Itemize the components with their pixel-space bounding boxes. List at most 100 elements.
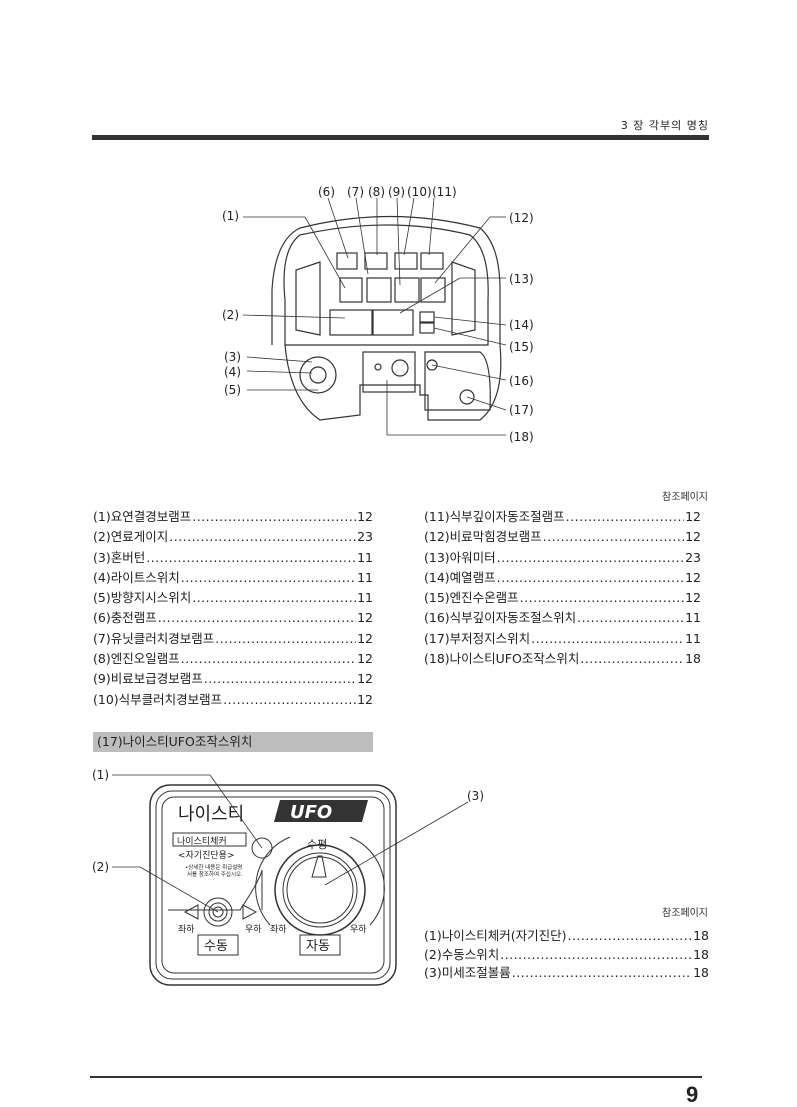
item-page: 12 [357, 509, 373, 524]
level-label: 수평 [307, 838, 327, 851]
callout-5: (5) [224, 383, 241, 397]
ufo-panel-diagram: UFO 나이스티 나이스티체커 <자기진단용> •상세한 내용은 취급설명 서를… [92, 768, 484, 986]
item-page: 18 [693, 928, 709, 943]
leader-dots [223, 692, 356, 707]
list-item: (4)라이트스위치11 [93, 567, 373, 587]
preheat-lamp [419, 311, 435, 323]
item-label: (11)식부깊이자동조절램프 [424, 509, 565, 524]
dashboard-diagram: (1) (2) (3) (4) (5) (6) (7) (8) (9) (10)… [222, 185, 534, 444]
item-label: (18)나이스티UFO조작스위치 [424, 651, 580, 667]
lamp-11 [420, 252, 444, 270]
item-label: (16)식부깊이자동조절스위치 [424, 610, 577, 626]
item-page: 23 [357, 529, 373, 545]
item-page: 18 [693, 965, 709, 980]
callout-13: (13) [509, 272, 534, 286]
list-item: (14)예열램프12 [424, 567, 701, 587]
callout-9: (9) [388, 185, 405, 199]
header-rule [92, 135, 709, 140]
lamp-10 [394, 252, 418, 270]
leader-dots [580, 651, 684, 666]
list-item: (3)미세조절볼륨18 [424, 962, 709, 981]
item-label: (9)비료보급경보램프 [93, 671, 203, 687]
item-page: 12 [357, 610, 373, 626]
callout-12: (12) [509, 211, 534, 225]
item-page: 12 [685, 509, 701, 524]
panel-brand: 나이스티 [178, 804, 244, 825]
dashboard-outline [283, 224, 489, 346]
callout-1: (1) [222, 209, 239, 223]
leader-dots [567, 928, 692, 943]
ufo-parts-list: (1)나이스티체커(자기진단)18(2)수동스위치18(3)미세조절볼륨18 [424, 925, 709, 981]
item-label: (4)라이트스위치 [93, 569, 180, 585]
leader-dots [192, 590, 356, 605]
callout-8: (8) [368, 185, 385, 199]
list-item: (10)식부클러치경보램프 12 [93, 689, 373, 709]
panel-note-1: •상세한 내용은 취급설명 [185, 863, 242, 871]
callout-17: (17) [509, 403, 534, 417]
panel-note-2: 서를 참조하여 주십시오. [187, 870, 243, 878]
ufo-callout-1: (1) [92, 768, 109, 782]
combination-switch [299, 356, 337, 394]
checker-label: 나이스티체커 [177, 836, 227, 847]
item-page: 18 [693, 946, 709, 962]
item-label: (3)혼버턴 [93, 549, 146, 565]
list-item: (5)방향지시스위치11 [93, 587, 373, 607]
leader-dots [181, 651, 356, 666]
list-item: (2)연료게이지23 [93, 526, 373, 546]
item-label: (1)나이스티체커(자기진단) [424, 928, 567, 943]
item-label: (5)방향지시스위치 [93, 590, 192, 606]
list-item: (12)비료막힘경보램프12 [424, 526, 701, 546]
left-down-label-2: 좌하 [270, 924, 287, 935]
item-page: 12 [685, 569, 701, 585]
water-temp-lamp [419, 322, 435, 334]
item-label: (10)식부클러치경보램프 [93, 691, 223, 707]
item-label: (1)요연결경보램프 [93, 509, 192, 524]
footer-rule [90, 1076, 702, 1078]
item-label: (17)부저정지스위치 [424, 630, 531, 646]
item-page: 11 [685, 610, 701, 626]
lamp-8 [364, 252, 388, 270]
right-down-label-1: 우하 [245, 924, 262, 935]
ufo-switch-panel [362, 351, 416, 393]
leader-dots [566, 509, 684, 524]
ufo-ref-page-header: 참조페이지 [662, 908, 708, 919]
callout-7: (7) [347, 185, 364, 199]
list-item: (1)요연결경보램프 12 [93, 506, 373, 526]
page-number: 9 [686, 1082, 699, 1107]
fuel-gauge [329, 309, 373, 336]
leader-dots [497, 570, 684, 585]
leader-dots [512, 965, 692, 980]
item-page: 12 [357, 651, 373, 667]
ufo-callout-3: (3) [467, 789, 484, 803]
item-label: (12)비료막힘경보램프 [424, 529, 542, 545]
leader-dots [192, 509, 356, 524]
ufo-logo: UFO [290, 802, 332, 823]
callout-15: (15) [509, 340, 534, 354]
list-item: (8)엔진오일램프12 [93, 648, 373, 668]
checker-sub: <자기진단용> [178, 850, 234, 861]
auto-label: 자동 [306, 939, 330, 954]
list-item: (11)식부깊이자동조절램프 12 [424, 506, 701, 526]
right-lens [451, 261, 476, 336]
dashboard-housing [271, 215, 502, 421]
leader-dots [497, 550, 684, 565]
item-label: (7)유닛클러치경보램프 [93, 630, 215, 646]
ref-page-header: 참조페이지 [662, 492, 708, 503]
callout-10: (10) [407, 185, 432, 199]
ufo-callout-2: (2) [92, 860, 109, 874]
callout-14: (14) [509, 318, 534, 332]
hour-meter [372, 309, 414, 336]
leader-dots [215, 631, 356, 646]
item-page: 12 [357, 691, 373, 707]
callout-16: (16) [509, 374, 534, 388]
leader-dots [577, 610, 684, 625]
left-down-label-1: 좌하 [178, 924, 195, 935]
list-item: (9)비료보급경보램프12 [93, 668, 373, 688]
parts-list-right: (11)식부깊이자동조절램프12(12)비료막힘경보램프12(13)아워미터23… [424, 506, 701, 668]
item-page: 11 [357, 549, 373, 565]
list-item: (18)나이스티UFO조작스위치18 [424, 648, 701, 668]
lamp-6 [336, 252, 358, 270]
parts-list-left: (1)요연결경보램프12(2)연료게이지23(3)혼버턴11(4)라이트스위치1… [93, 506, 373, 709]
left-lens [295, 261, 321, 336]
